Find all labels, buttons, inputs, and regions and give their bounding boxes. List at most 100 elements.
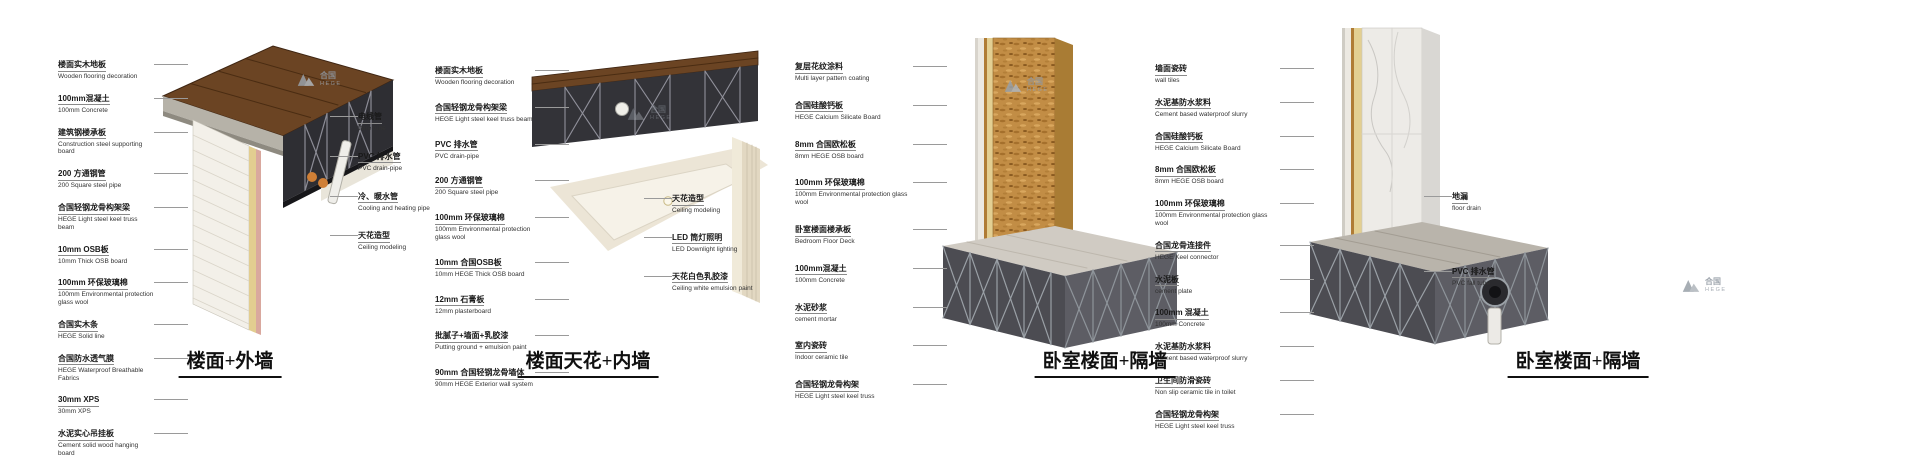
callout-label-en: Ceiling white emulsion paint (672, 284, 753, 292)
callout-label-en: 200 Square steel pipe (435, 189, 499, 197)
callout-label-zh: 12mm 石膏板 (435, 295, 485, 307)
illustration-bedroom-floor-partition (942, 37, 1178, 349)
illustration-ceiling-interior-wall (531, 50, 768, 303)
hege-logo-icon (1004, 80, 1022, 92)
callout-label-zh: 合国防水透气膜 (58, 354, 114, 366)
callout-label-en: Ceiling modeling (358, 244, 407, 252)
callout-label-zh: 30mm XPS (58, 395, 100, 407)
callout-label-en: 30mm XPS (58, 408, 91, 416)
callout-label-zh: 合国硅酸钙板 (795, 101, 843, 113)
callout-label-en: Cement based waterproof slurry (1155, 355, 1248, 363)
callout-label-en: HEGE Keel connector (1155, 253, 1219, 261)
ceiling (550, 147, 768, 251)
callout-label-zh: 水泥板 (1155, 275, 1179, 287)
callout-label-zh: 冷、暖水管 (358, 192, 398, 204)
panel-title: 楼面+外墙 (178, 346, 282, 378)
steel-truss (532, 65, 758, 147)
callout-label-en: HEGE Light steel keel truss (795, 393, 875, 401)
callout-label-zh: 100mm混凝土 (795, 264, 847, 276)
hege-watermark-zh: 合国 (320, 71, 336, 81)
callout-label-en: HEGE Waterproof Breathable Fabrics (58, 366, 144, 382)
membrane-layer (256, 149, 261, 335)
callout-label-en: Cement based waterproof slurry (1155, 110, 1248, 118)
hege-watermark-zh: 合国 (650, 105, 666, 115)
callout-label-zh: 楼面实木地板 (58, 60, 106, 72)
floor-deck-top (943, 226, 1177, 276)
callout-label-en: Wire tube (358, 125, 386, 132)
illustration-bathroom-floor-partition (1309, 27, 1549, 345)
callout-label-en: wall tiles (1155, 77, 1180, 84)
callout-label-zh: 室内瓷砖 (795, 341, 827, 353)
callout-label-en: Indoor ceramic tile (795, 354, 849, 362)
callout-label-en: LED Downlight lighting (672, 245, 738, 253)
callout-label-en: Non slip ceramic tile in toilet (1155, 388, 1236, 396)
hege-watermark-zh: 合国 (1027, 77, 1043, 87)
callout-label-en: 10mm HEGE Thick OSB board (435, 270, 525, 278)
hege-logo-icon (1682, 280, 1700, 292)
callout-label-en: 8mm HEGE OSB board (1155, 178, 1224, 186)
callout-label-zh: 100mm混凝土 (58, 94, 110, 106)
callout-label-en: PVC drain-pipe (358, 164, 403, 172)
steel-truss-front (942, 245, 1065, 348)
hege-watermark-en: HEGE (650, 114, 672, 121)
callout-label-zh: 楼面实木地板 (435, 66, 483, 78)
callout-label-zh: PVC 排水管 (435, 140, 478, 152)
callout-label-en: HEGE Calcium Silicate Board (1155, 144, 1241, 152)
callout-label-en: 100mm Concrete (58, 106, 108, 114)
callout-label-zh: 墙面瓷砖 (1155, 64, 1187, 76)
callout-label-zh: PVC 排水管 (358, 152, 401, 164)
callout-label-en: Multi layer pattern coating (795, 75, 870, 82)
callout-label-zh: 批腻子+墙面+乳胶漆 (435, 331, 509, 343)
floor-deck-top (1310, 222, 1548, 272)
callout-label-en: Wooden flooring decoration (435, 79, 515, 86)
callout-label-en: cement mortar (795, 315, 837, 323)
callout-label-zh: 复层花纹涂料 (795, 62, 843, 74)
callout-label-zh: 合国实木条 (58, 320, 98, 332)
callout-label-zh: 电线管 (358, 112, 382, 124)
callout-label-en: PVC fall tube (1452, 279, 1490, 287)
callout-label-zh: 水泥砂浆 (795, 303, 827, 315)
callout-label-en: 100mm Environmental protection glass woo… (1155, 212, 1268, 227)
tile-wall (1342, 27, 1440, 249)
drain-pipe (615, 102, 629, 116)
hege-logo-icon (297, 74, 315, 86)
callout-label-zh: 100mm 环保玻璃棉 (58, 278, 128, 290)
glass-wool-layer (249, 146, 256, 333)
partition-wall (975, 37, 1073, 253)
steel-truss-front (1309, 241, 1436, 345)
callout-label-zh: LED 筒灯照明 (672, 233, 723, 245)
callout-label-zh: 合国硅酸钙板 (1155, 132, 1203, 144)
callout-label-zh: 8mm 合国欧松板 (1155, 165, 1216, 177)
callout-label-zh: 100mm 环保玻璃棉 (1155, 199, 1225, 211)
